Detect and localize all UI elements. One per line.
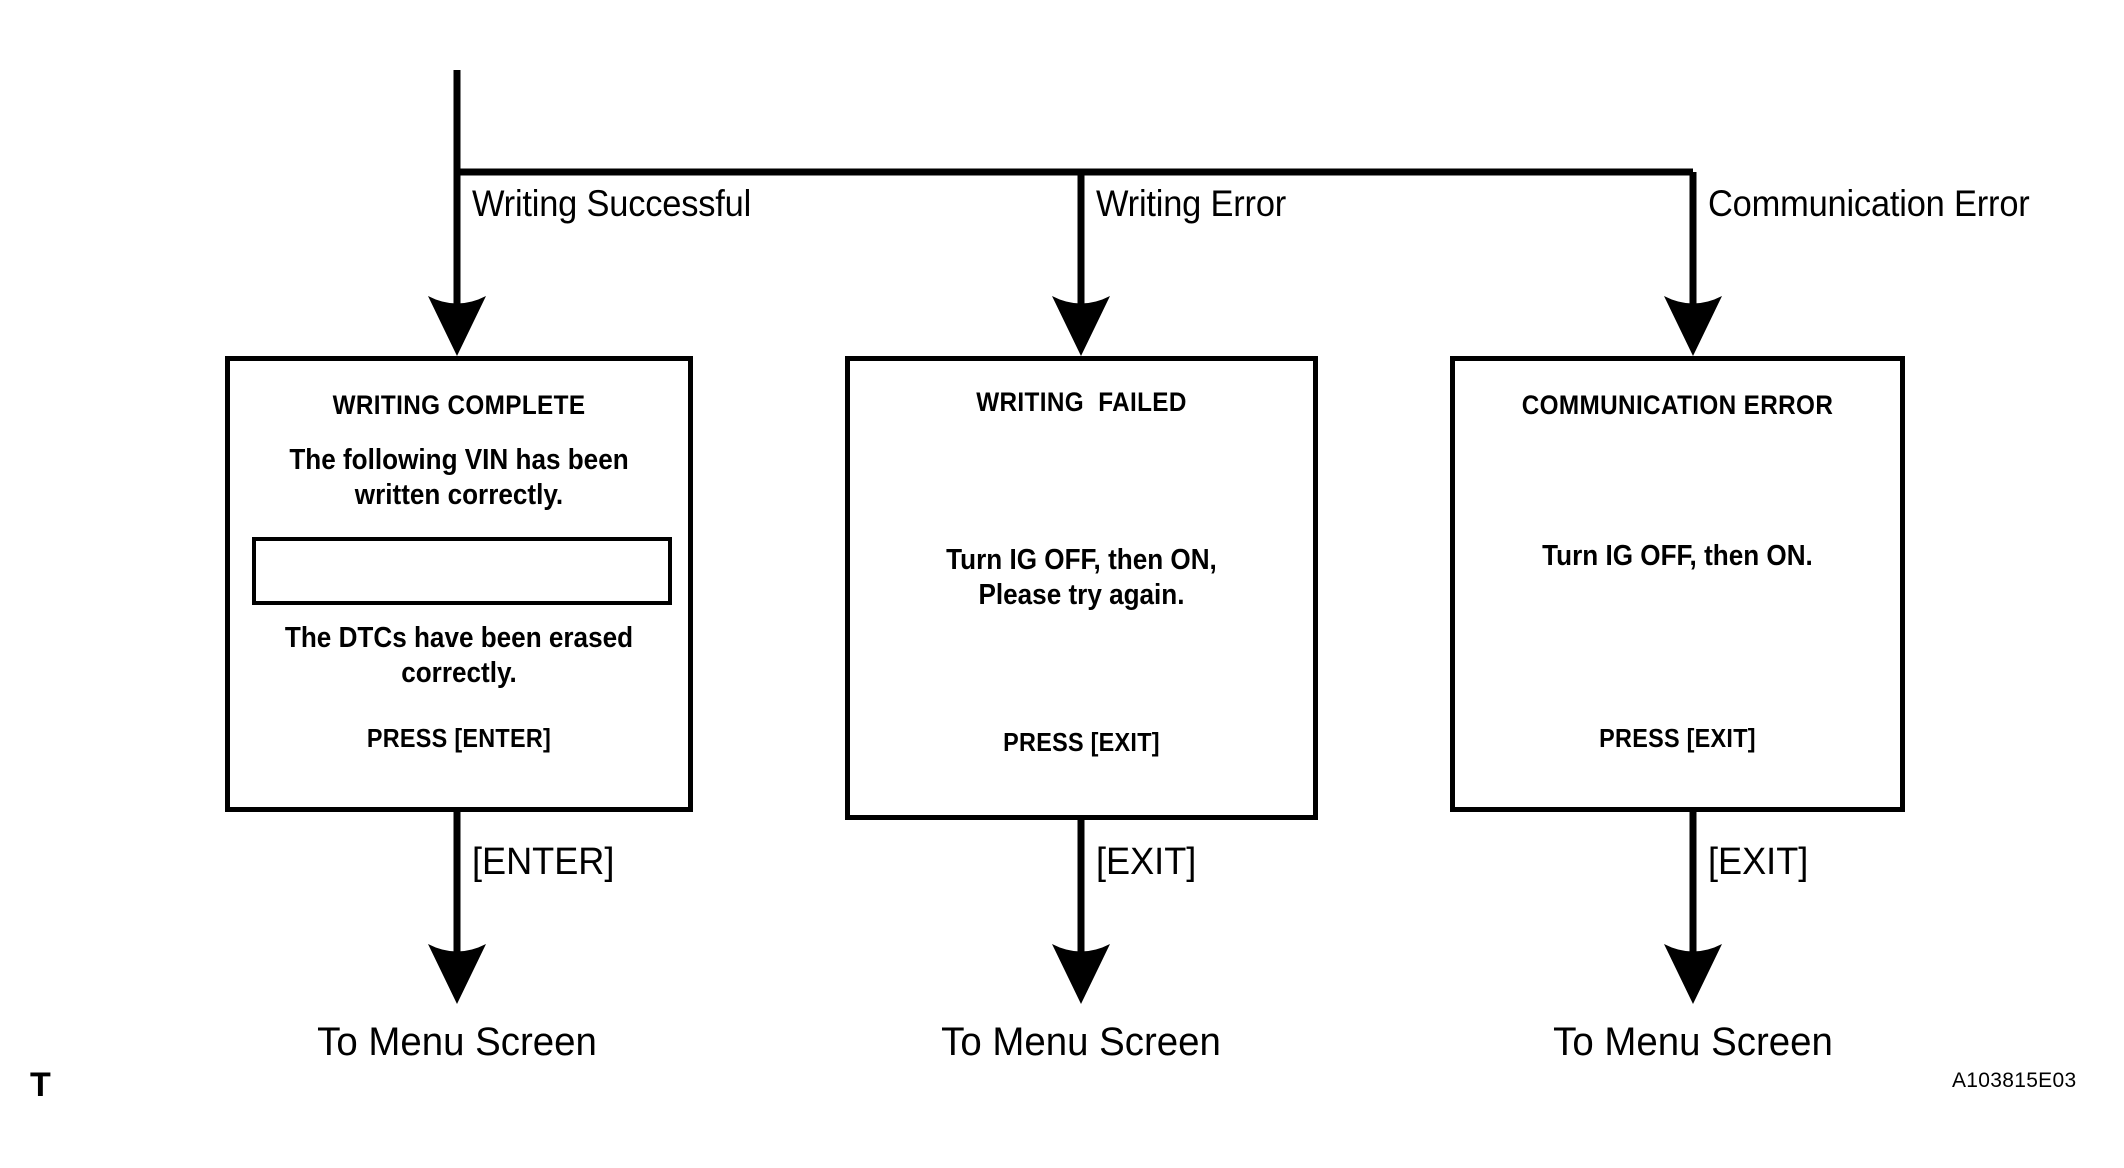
screen-body-top-writing-complete: The following VIN has been written corre…	[289, 444, 629, 512]
exit-key-label-exit-writing-failed: [EXIT]	[1096, 841, 1197, 883]
screen-prompt-press-enter: PRESS [ENTER]	[366, 723, 552, 753]
branch-label-writing-successful: Writing Successful	[472, 183, 752, 224]
arrowhead-to-screen-2	[1052, 296, 1110, 356]
screen-inner-writing-complete: WRITING COMPLETE The following VIN has b…	[230, 361, 688, 807]
screen-body-bottom-writing-complete: The DTCs have been erased correctly.	[284, 622, 634, 690]
terminal-label-menu-screen-1: To Menu Screen	[317, 1020, 597, 1064]
screen-title-writing-complete: WRITING COMPLETE	[332, 390, 586, 420]
screen-box-communication-error: COMMUNICATION ERROR Turn IG OFF, then ON…	[1450, 356, 1905, 812]
vin-value-field[interactable]	[252, 537, 672, 605]
screen-title-writing-failed: WRITING FAILED	[976, 387, 1187, 417]
screen-body-communication-error: Turn IG OFF, then ON.	[1542, 540, 1813, 572]
arrowhead-to-screen-3	[1664, 296, 1722, 356]
figure-reference-code: A103815E03	[1952, 1069, 2077, 1092]
screen-prompt-press-exit-communication-error: PRESS [EXIT]	[1599, 723, 1756, 753]
screen-body-writing-failed: Turn IG OFF, then ON, Please try again.	[946, 544, 1217, 612]
terminal-label-menu-screen-2: To Menu Screen	[941, 1020, 1221, 1064]
terminal-label-menu-screen-3: To Menu Screen	[1553, 1020, 1833, 1064]
screen-prompt-press-exit-writing-failed: PRESS [EXIT]	[1003, 727, 1160, 757]
screen-title-communication-error: COMMUNICATION ERROR	[1521, 390, 1834, 420]
screen-box-writing-failed: WRITING FAILED Turn IG OFF, then ON, Ple…	[845, 356, 1318, 820]
screen-box-writing-complete: WRITING COMPLETE The following VIN has b…	[225, 356, 693, 812]
exit-key-label-exit-communication-error: [EXIT]	[1708, 841, 1809, 883]
screen-inner-writing-failed: WRITING FAILED Turn IG OFF, then ON, Ple…	[850, 361, 1313, 815]
arrowhead-to-terminal-1	[428, 944, 486, 1004]
arrowhead-to-terminal-2	[1052, 944, 1110, 1004]
branch-label-communication-error: Communication Error	[1708, 183, 2030, 224]
branch-label-writing-error: Writing Error	[1096, 183, 1287, 224]
arrowhead-to-screen-1	[428, 296, 486, 356]
corner-mark-t: T	[30, 1066, 51, 1104]
arrowhead-to-terminal-3	[1664, 944, 1722, 1004]
exit-key-label-enter: [ENTER]	[472, 841, 615, 883]
screen-inner-communication-error: COMMUNICATION ERROR Turn IG OFF, then ON…	[1455, 361, 1900, 807]
